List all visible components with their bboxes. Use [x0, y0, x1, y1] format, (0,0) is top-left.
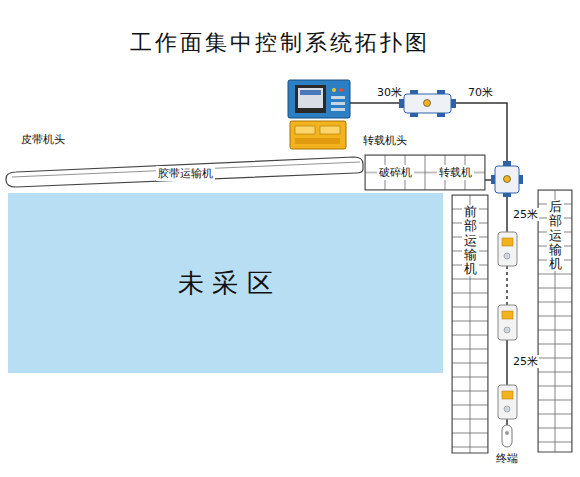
node-label: 转载机 — [437, 165, 474, 180]
unmined-area: 未 采 区 — [8, 193, 443, 373]
part-name: 皮带机头 — [20, 133, 66, 146]
part-name: 转载机头 — [362, 134, 408, 147]
belt-conveyor: 胶带运输机 — [4, 153, 366, 189]
transfer-conveyor: 转载机 — [425, 155, 485, 190]
cable-length: 70米 — [467, 86, 494, 99]
node-label: 破碎机 — [377, 165, 414, 180]
cable-length: 25米 — [512, 208, 539, 221]
control-console — [288, 80, 350, 118]
belt-band — [6, 157, 363, 187]
terminator — [502, 425, 512, 447]
transfer-grid — [365, 155, 485, 190]
front-conveyor-grid — [452, 195, 488, 453]
cable-length: 30米 — [376, 86, 403, 99]
front-conveyor: 前部运输机 — [452, 195, 488, 453]
rear-conveyor-grid — [538, 190, 572, 452]
control-device — [498, 305, 517, 340]
node-label: 未 采 区 — [178, 266, 273, 301]
cable-length: 25米 — [512, 355, 539, 368]
node-label: 前部运输机 — [462, 205, 479, 276]
crusher: 破碎机 — [365, 155, 425, 190]
junction-box — [491, 161, 523, 197]
node-label: 后部运输机 — [547, 200, 564, 271]
diagram-title: 工作面集中控制系统拓扑图 — [0, 28, 560, 58]
junction-box — [399, 90, 456, 117]
power-box — [290, 121, 346, 149]
control-device — [498, 385, 517, 419]
unmined-area — [8, 193, 443, 373]
rear-conveyor: 后部运输机 — [538, 190, 572, 452]
control-device — [498, 232, 517, 266]
node-label: 胶带运输机 — [156, 166, 215, 181]
cable — [350, 103, 507, 425]
part-name: 终端 — [495, 452, 519, 465]
